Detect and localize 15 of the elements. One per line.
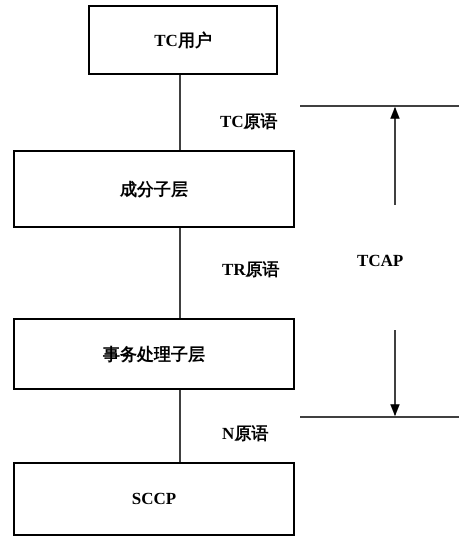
- layer-box: [13, 150, 295, 228]
- layer-box: [13, 318, 295, 390]
- protocol-label: TCAP: [357, 251, 404, 271]
- layer-box: [88, 5, 278, 75]
- primitive-label: TC原语: [220, 111, 278, 133]
- layer-label: 事务处理子层: [103, 344, 205, 366]
- layer-box: [13, 462, 295, 536]
- layer-label: TC用户: [154, 30, 212, 52]
- layer-label: 成分子层: [120, 178, 188, 200]
- layer-label: SCCP: [132, 489, 176, 509]
- connector-line: [179, 75, 181, 150]
- connector-line: [179, 228, 181, 318]
- connector-line: [179, 390, 181, 462]
- primitive-label: TR原语: [222, 259, 280, 281]
- primitive-label: N原语: [222, 423, 268, 445]
